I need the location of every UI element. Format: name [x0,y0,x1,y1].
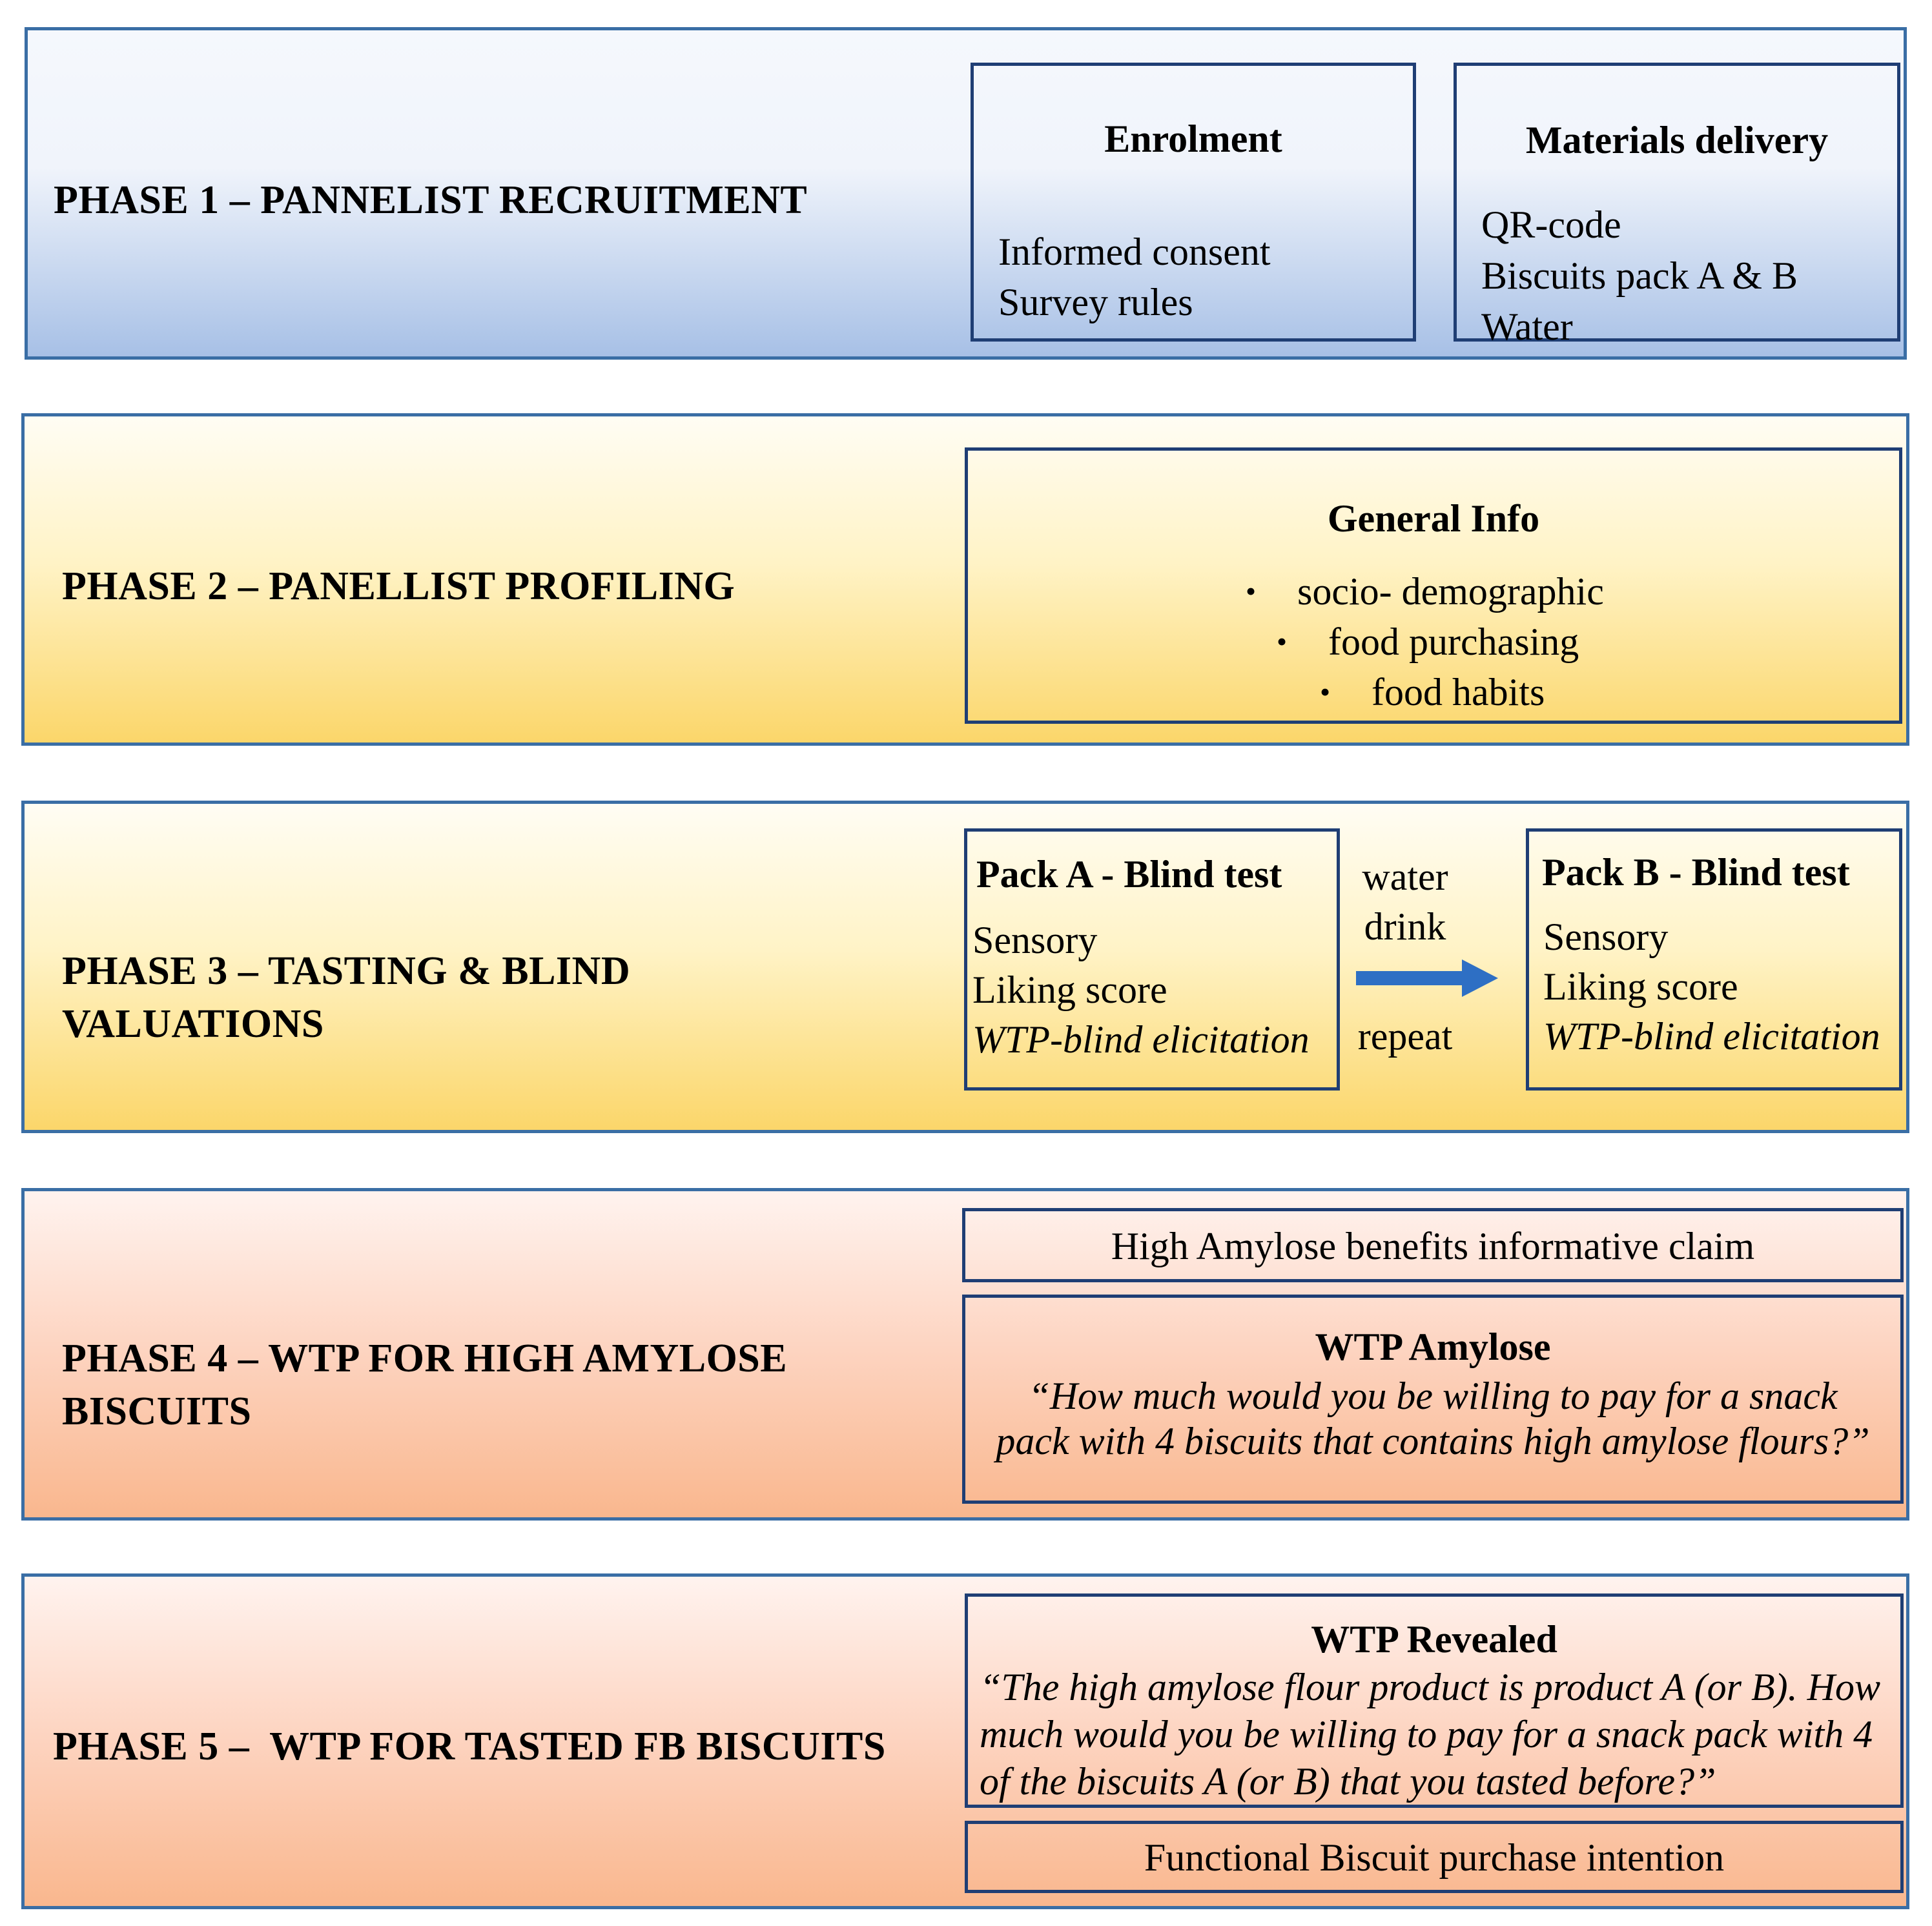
wtp-revealed-box: WTP Revealed “The high amylose flour pro… [965,1593,1904,1808]
pack-a-box: Pack A - Blind test Sensory Liking score… [964,828,1340,1091]
pack-b-title: Pack B - Blind test [1542,851,1850,894]
phase-2-title: PHASE 2 – PANELLIST PROFILING [62,564,735,608]
enrolment-box: Enrolment Informed consent Survey rules [971,63,1416,342]
phase-1-panel: PHASE 1 – PANNELIST RECRUITMENT Enrolmen… [25,27,1907,360]
pack-a-item: Sensory [972,919,1098,961]
general-info-box: General Info • socio- demographic • food… [965,447,1902,724]
enrolment-item: Informed consent [998,231,1271,273]
arrow-right-icon [1356,959,1498,997]
pack-b-box: Pack B - Blind test Sensory Liking score… [1526,828,1902,1091]
enrolment-title: Enrolment [1104,118,1282,160]
general-info-title: General Info [1327,497,1540,540]
purchase-intention-text: Functional Biscuit purchase intention [1144,1836,1725,1879]
general-info-item: food purchasing [1328,620,1579,663]
materials-item: Biscuits pack A & B [1481,254,1798,297]
wtp-revealed-quote-line: “The high amylose flour product is produ… [980,1666,1880,1708]
phase-3-title-line: VALUATIONS [62,1002,324,1046]
wtp-amylose-quote-line: “How much would you be willing to pay fo… [1028,1375,1838,1417]
pack-b-item: Liking score [1543,965,1738,1008]
wtp-amylose-title: WTP Amylose [1315,1326,1551,1368]
wtp-revealed-quote-line: much would you be willing to pay for a s… [980,1713,1873,1756]
phase-1-title: PHASE 1 – PANNELIST RECRUITMENT [54,178,808,222]
pack-a-title: Pack A - Blind test [976,853,1282,896]
materials-delivery-title: Materials delivery [1525,119,1829,161]
claim-text: High Amylose benefits informative claim [1111,1225,1755,1267]
enrolment-item: Survey rules [998,281,1193,323]
wtp-amylose-quote-line: pack with 4 biscuits that contains high … [996,1420,1870,1462]
phase-3-panel: PHASE 3 – TASTING & BLIND VALUATIONS Pac… [21,801,1909,1133]
phase-4-panel: PHASE 4 – WTP FOR HIGH AMYLOSE BISCUITS … [21,1188,1909,1521]
wtp-amylose-box: WTP Amylose “How much would you be willi… [962,1295,1904,1504]
connector-label: drink [1364,905,1446,948]
phase-4-title-line: BISCUITS [62,1389,252,1433]
purchase-intention-box: Functional Biscuit purchase intention [965,1821,1904,1893]
bullet-icon: • [1320,675,1331,708]
bullet-icon: • [1246,575,1257,608]
pack-b-item: WTP-blind elicitation [1543,1015,1880,1058]
wtp-revealed-title: WTP Revealed [1311,1618,1557,1661]
bullet-icon: • [1277,625,1288,658]
claim-box: High Amylose benefits informative claim [962,1208,1904,1282]
phase-3-title-line: PHASE 3 – TASTING & BLIND [62,949,631,993]
materials-delivery-box: Materials delivery QR-code Biscuits pack… [1454,63,1900,348]
pack-a-item: Liking score [972,968,1167,1011]
pack-b-item: Sensory [1543,916,1669,958]
materials-item: Water [1481,305,1573,348]
general-info-item: socio- demographic [1297,570,1604,613]
pack-a-item: WTP-blind elicitation [972,1018,1310,1061]
general-info-item: food habits [1372,671,1545,713]
phase-2-panel: PHASE 2 – PANELLIST PROFILING General In… [21,413,1909,746]
connector-label: water [1362,855,1448,898]
phase-5-title: PHASE 5 – WTP FOR TASTED FB BISCUITS [53,1725,886,1768]
wtp-revealed-quote-line: of the biscuits A (or B) that you tasted… [980,1760,1716,1803]
connector-label: repeat [1357,1015,1453,1058]
phase-4-title-line: PHASE 4 – WTP FOR HIGH AMYLOSE [62,1337,788,1380]
phase-5-panel: PHASE 5 – WTP FOR TASTED FB BISCUITS WTP… [21,1573,1909,1909]
materials-item: QR-code [1481,203,1621,246]
